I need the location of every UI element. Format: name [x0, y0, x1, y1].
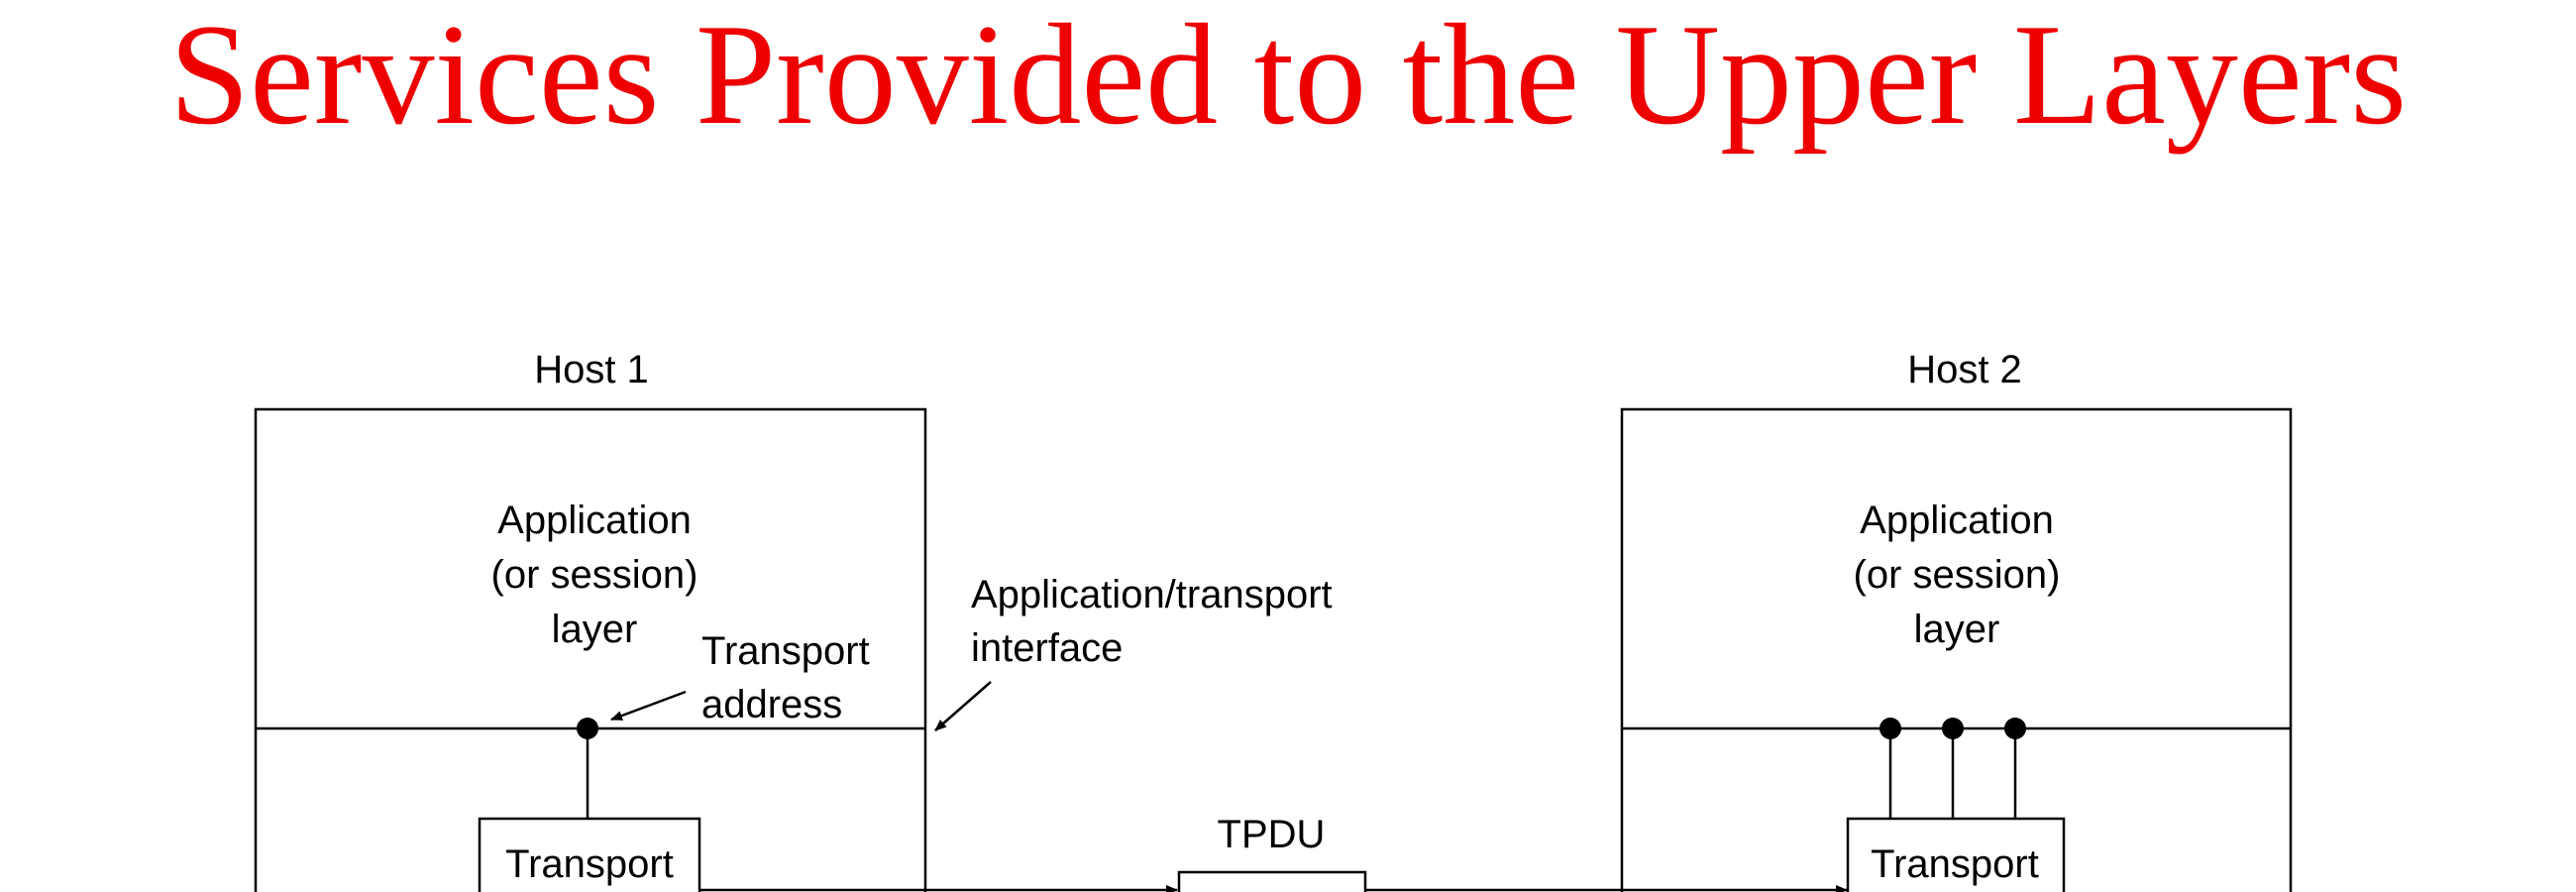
host2-transport-entity-label: Transport	[1871, 842, 2039, 886]
host1-app-layer-line-3: layer	[552, 608, 638, 651]
host2-box	[1620, 407, 2293, 892]
host2-app-layer-line-2: (or session)	[1854, 553, 2061, 597]
host1-app-layer-line-2: (or session)	[491, 553, 698, 597]
interface-label-line-1: Application/transport	[971, 573, 1333, 616]
tpdu-box	[1177, 870, 1367, 892]
interface-arrow	[934, 681, 992, 731]
host2-transport-entity-box	[1846, 817, 2066, 892]
host1-transport-entity-box	[478, 817, 701, 892]
host2-app-layer-line-1: Application	[1860, 499, 2054, 542]
transport-address-label-line-1: Transport	[701, 629, 870, 673]
host2-transport-address-point-2	[1942, 718, 1964, 739]
tpdu-label: TPDU	[1218, 813, 1326, 856]
host2-transport-address-point-3	[2004, 718, 2026, 739]
host1-transport-entity-label: Transport	[505, 842, 674, 886]
host2-app-layer-line-3: layer	[1914, 608, 2000, 651]
slide-title: Services Provided to the Upper Layers	[168, 0, 2408, 155]
transport-address-arrow	[610, 690, 687, 722]
host1-label: Host 1	[534, 348, 649, 391]
host1-box	[254, 407, 927, 892]
host2-label: Host 2	[1907, 348, 2022, 391]
host2-transport-address-point-1	[1879, 718, 1901, 739]
interface-label-line-2: interface	[971, 626, 1123, 670]
host1-transport-address-point	[577, 718, 598, 739]
transport-address-label-line-2: address	[701, 683, 842, 726]
host1-app-layer-line-1: Application	[497, 499, 692, 542]
